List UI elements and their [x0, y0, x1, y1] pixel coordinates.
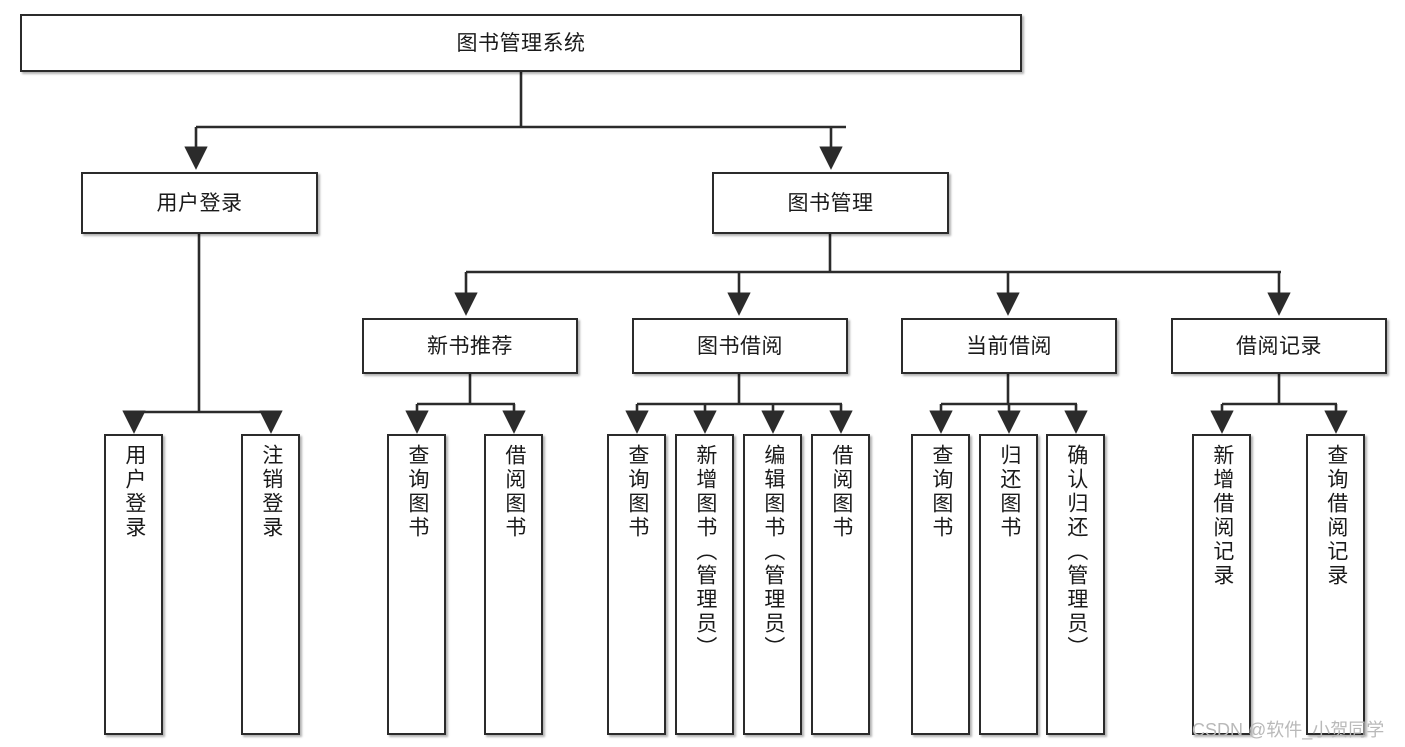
node-label: 借阅记录: [1236, 334, 1322, 358]
node-label: 查询图书: [929, 444, 953, 540]
leaf-new-book-query-book[interactable]: 查询图书: [387, 434, 446, 735]
leaf-user-login-login[interactable]: 用户登录: [104, 434, 163, 735]
node-label: 确认归还（管理员）: [1064, 444, 1088, 660]
leaf-book-borrow-edit-book-admin[interactable]: 编辑图书（管理员）: [743, 434, 802, 735]
csdn-watermark: CSDN @软件_小贺同学: [1192, 720, 1385, 740]
node-label: 新增图书（管理员）: [693, 444, 717, 660]
leaf-borrow-record-query-record[interactable]: 查询借阅记录: [1306, 434, 1365, 735]
leaf-borrow-record-add-record[interactable]: 新增借阅记录: [1192, 434, 1251, 735]
node-book-borrow[interactable]: 图书借阅: [632, 318, 848, 374]
node-label: 借阅图书: [829, 444, 853, 540]
node-label: 新增借阅记录: [1210, 444, 1234, 588]
node-label: 查询图书: [625, 444, 649, 540]
node-label: 编辑图书（管理员）: [761, 444, 785, 660]
node-label: 用户登录: [156, 191, 243, 215]
leaf-new-book-borrow-book[interactable]: 借阅图书: [484, 434, 543, 735]
node-label: 归还图书: [997, 444, 1021, 540]
node-book-management[interactable]: 图书管理: [712, 172, 949, 234]
leaf-book-borrow-borrow-book[interactable]: 借阅图书: [811, 434, 870, 735]
node-label: 图书管理: [787, 191, 874, 215]
node-borrow-record[interactable]: 借阅记录: [1171, 318, 1387, 374]
node-label: 新书推荐: [427, 334, 513, 358]
node-label: 查询借阅记录: [1324, 444, 1348, 588]
leaf-current-borrow-return-book[interactable]: 归还图书: [979, 434, 1038, 735]
leaf-book-borrow-add-book-admin[interactable]: 新增图书（管理员）: [675, 434, 734, 735]
leaf-user-login-logout[interactable]: 注销登录: [241, 434, 300, 735]
node-label: 查询图书: [405, 444, 429, 540]
node-user-login[interactable]: 用户登录: [81, 172, 318, 234]
leaf-current-borrow-query-book[interactable]: 查询图书: [911, 434, 970, 735]
node-root-book-management-system[interactable]: 图书管理系统: [20, 14, 1022, 72]
node-current-borrow[interactable]: 当前借阅: [901, 318, 1117, 374]
node-label: 注销登录: [259, 444, 283, 540]
node-new-book-recommend[interactable]: 新书推荐: [362, 318, 578, 374]
node-label: 用户登录: [122, 444, 146, 540]
node-label: 图书管理系统: [456, 31, 586, 55]
node-label: 借阅图书: [502, 444, 526, 540]
leaf-current-borrow-confirm-return-admin[interactable]: 确认归还（管理员）: [1046, 434, 1105, 735]
leaf-book-borrow-query-book[interactable]: 查询图书: [607, 434, 666, 735]
node-label: 图书借阅: [697, 334, 783, 358]
node-label: 当前借阅: [966, 334, 1052, 358]
